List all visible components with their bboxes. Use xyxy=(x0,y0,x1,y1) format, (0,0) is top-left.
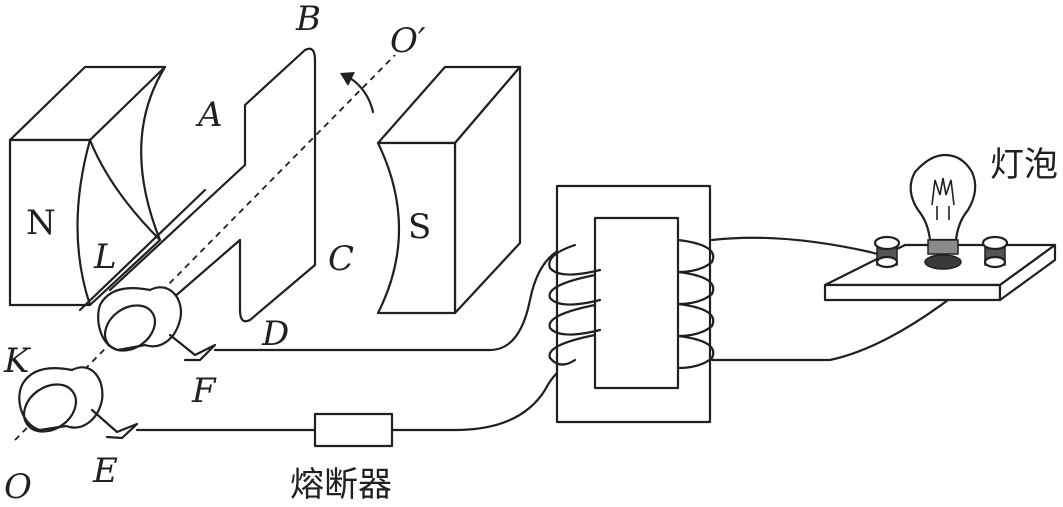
label-s: S xyxy=(408,207,431,247)
label-a: A xyxy=(195,95,223,135)
label-e: E xyxy=(92,451,118,491)
label-n: N xyxy=(26,203,56,243)
label-bulb: 灯泡 xyxy=(990,145,1058,185)
rotation-arrow-icon xyxy=(340,72,375,114)
light-bulb-icon xyxy=(909,153,977,270)
label-d: D xyxy=(261,314,289,354)
primary-coil xyxy=(548,243,602,366)
label-c: C xyxy=(328,239,354,279)
north-magnet xyxy=(8,65,167,307)
secondary-coil xyxy=(676,238,715,370)
label-o-prime: O′ xyxy=(390,21,426,61)
fuse-icon xyxy=(313,412,394,448)
label-fuse: 熔断器 xyxy=(290,465,392,505)
left-terminal xyxy=(873,235,901,269)
transformer xyxy=(548,184,715,424)
label-l: L xyxy=(93,237,117,277)
label-f: F xyxy=(191,371,217,411)
slip-ring-lower xyxy=(18,366,139,440)
label-k: K xyxy=(3,341,32,381)
wire-secondary-top xyxy=(710,236,887,257)
right-terminal xyxy=(981,235,1009,269)
label-o: O xyxy=(4,467,32,507)
south-magnet xyxy=(376,65,522,315)
slip-ring-upper xyxy=(97,286,217,362)
coil-abcd xyxy=(78,47,317,323)
label-b: B xyxy=(295,0,321,39)
wire-fuse-to-transformer xyxy=(390,358,577,432)
